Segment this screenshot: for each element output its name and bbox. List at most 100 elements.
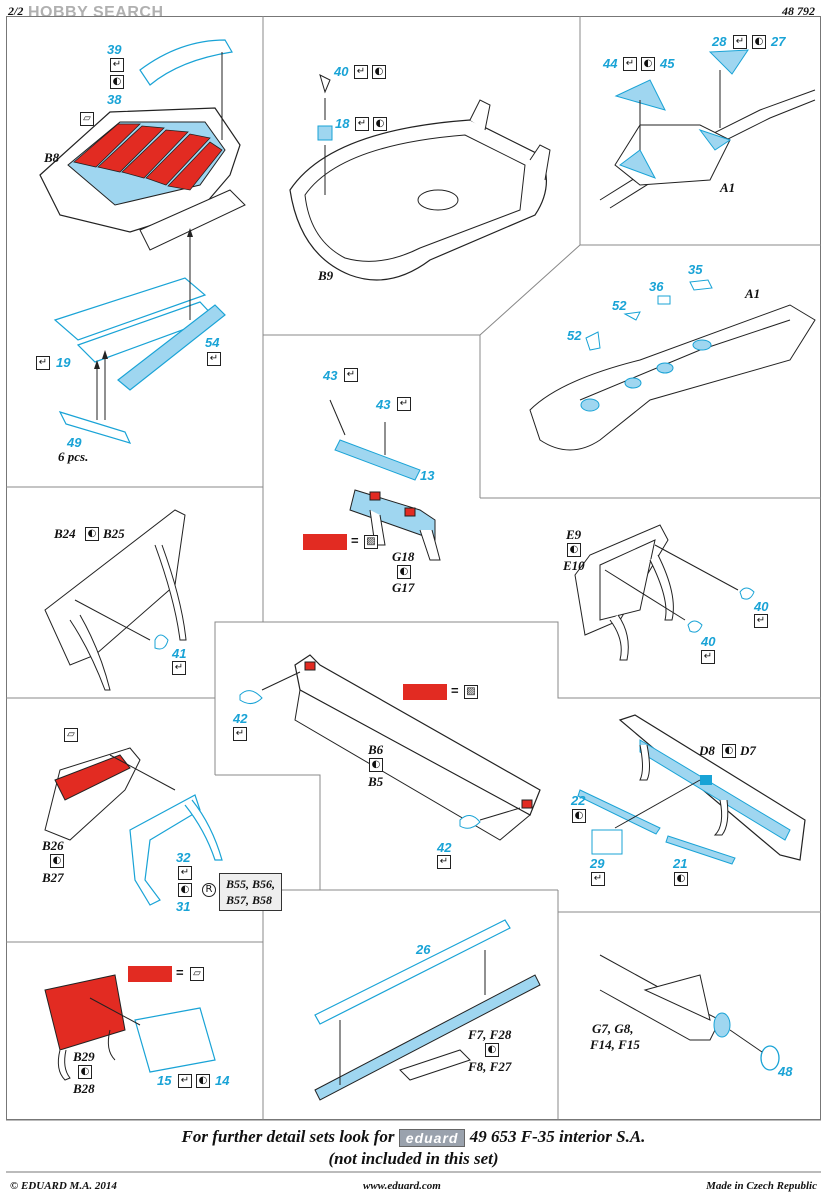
- ref-line-1: B55, B56,: [226, 877, 276, 891]
- bend-icon: ↵: [36, 356, 50, 370]
- bend-icon: ↵: [172, 661, 186, 675]
- part-29: 29: [590, 856, 605, 871]
- label-a1: A1: [720, 180, 736, 195]
- label-f7-f28: F7, F28: [468, 1027, 512, 1042]
- page-number: 2/2: [8, 4, 24, 18]
- part-54: 54: [205, 335, 220, 350]
- reverse-side-icon: ◐: [752, 35, 766, 49]
- eduard-logo: eduard: [398, 1129, 466, 1148]
- part-22: 22: [571, 793, 586, 808]
- website-link[interactable]: www.eduard.com: [363, 1180, 441, 1192]
- label-e9: E9: [566, 527, 582, 542]
- quantity-label: 6 pcs.: [58, 449, 89, 464]
- part-21: 21: [673, 856, 688, 871]
- label-b6: B6: [368, 742, 384, 757]
- label-b27: B27: [42, 870, 64, 885]
- reverse-side-icon: ◐: [372, 65, 386, 79]
- set-number: 48 792: [782, 4, 815, 18]
- label-b24: B24: [54, 526, 76, 541]
- remove-part-icon: R: [202, 883, 216, 897]
- reverse-side-icon: ◐: [641, 57, 655, 71]
- bend-icon: ↵: [354, 65, 368, 79]
- label-b26: B26: [42, 838, 64, 853]
- equals-sign: =: [351, 533, 359, 548]
- bend-icon: ↵: [733, 35, 747, 49]
- label-d8: D8: [699, 743, 715, 758]
- footer-note-line2: (not included in this set): [328, 1149, 499, 1168]
- reverse-side-icon: ◐: [85, 527, 99, 541]
- bend-icon: ↵: [178, 1074, 192, 1088]
- reverse-side-icon: ◐: [567, 543, 581, 557]
- part-52: 52: [612, 298, 627, 313]
- panel1-drawing: [39, 39, 246, 444]
- reference-parts-box: B55, B56, B57, B58: [219, 873, 283, 911]
- part-36: 36: [649, 279, 664, 294]
- reverse-side-icon: ◐: [78, 1065, 92, 1079]
- red-color-swatch: [128, 966, 172, 982]
- label-f14-f15: F14, F15: [590, 1037, 640, 1052]
- label-b28: B28: [73, 1081, 95, 1096]
- part-42: 42: [233, 711, 248, 726]
- part-52: 52: [567, 328, 582, 343]
- panel2-drawing: [289, 74, 551, 281]
- reverse-side-icon: ◐: [485, 1043, 499, 1057]
- label-b5: B5: [368, 774, 384, 789]
- part-38: 38: [107, 92, 122, 107]
- ref-line-2: B57, B58: [226, 893, 273, 907]
- part-40: 40: [754, 599, 769, 614]
- copyright: © EDUARD M.A. 2014: [10, 1180, 117, 1192]
- part-32: 32: [176, 850, 191, 865]
- note-suffix: 49 653 F-35 interior S.A.: [469, 1127, 646, 1146]
- part-40: 40: [701, 634, 716, 649]
- panel10-drawing: [577, 714, 806, 865]
- label-b9: B9: [318, 268, 334, 283]
- label-a1: A1: [745, 286, 761, 301]
- part-18: 18: [335, 116, 350, 131]
- paint-icon: ▱: [190, 967, 204, 981]
- part-39: 39: [107, 42, 122, 57]
- part-13: 13: [420, 468, 435, 483]
- panel11-drawing: [44, 974, 216, 1081]
- panel9-drawing: [44, 747, 223, 906]
- equals-sign: =: [451, 683, 459, 698]
- part-44: 44: [603, 56, 618, 71]
- reverse-side-icon: ◐: [178, 883, 192, 897]
- note-prefix: For further detail sets look for: [181, 1127, 395, 1146]
- part-15: 15: [157, 1073, 172, 1088]
- bend-icon: ↵: [754, 614, 768, 628]
- panel12-drawing: [314, 919, 541, 1101]
- red-color-swatch: [303, 534, 347, 550]
- panel8-drawing: [239, 654, 541, 841]
- bend-icon: ↵: [397, 397, 411, 411]
- bend-icon: ↵: [623, 57, 637, 71]
- part-43: 43: [376, 397, 391, 412]
- part-14: 14: [215, 1073, 230, 1088]
- part-35: 35: [688, 262, 703, 277]
- part-42: 42: [437, 840, 452, 855]
- part-49: 49: [67, 435, 82, 450]
- part-28: 28: [712, 34, 727, 49]
- paint-icon: ▱: [80, 112, 94, 126]
- label-g18: G18: [392, 549, 415, 564]
- reverse-side-icon: ◐: [674, 872, 688, 886]
- red-color-swatch: [403, 684, 447, 700]
- bend-icon: ↵: [207, 352, 221, 366]
- footer-note-line1: For further detail sets look for eduard …: [0, 1127, 827, 1148]
- panel7-drawing: [574, 524, 755, 661]
- made-in: Made in Czech Republic: [706, 1180, 817, 1192]
- bend-icon: ↵: [110, 58, 124, 72]
- part-31: 31: [176, 899, 191, 914]
- label-g7-g8: G7, G8,: [592, 1021, 634, 1036]
- bend-icon: ↵: [591, 872, 605, 886]
- bend-icon: ↵: [178, 866, 192, 880]
- reverse-side-icon: ◐: [50, 854, 64, 868]
- reverse-side-icon: ◐: [722, 744, 736, 758]
- reverse-side-icon: ◐: [196, 1074, 210, 1088]
- bend-icon: ↵: [344, 368, 358, 382]
- hatched-paint-icon: ▨: [364, 535, 378, 549]
- reverse-side-icon: ◐: [110, 75, 124, 89]
- label-d7: D7: [740, 743, 756, 758]
- panel3-drawing: [599, 49, 816, 209]
- label-e10: E10: [563, 558, 585, 573]
- part-48: 48: [778, 1064, 793, 1079]
